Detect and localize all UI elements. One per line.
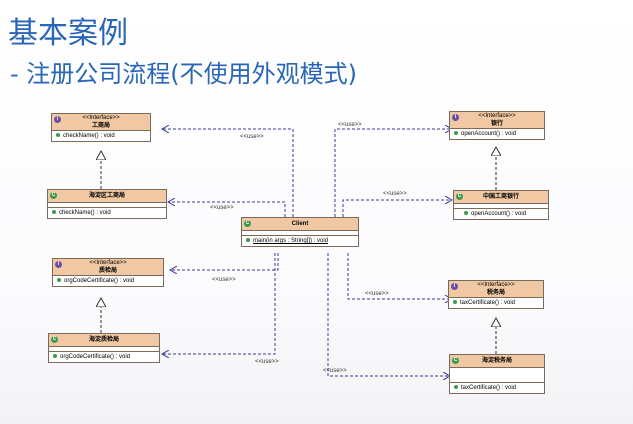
attribute-compartment (48, 203, 166, 208)
attribute-compartment (49, 347, 159, 352)
dep-client-bank-if (334, 129, 452, 217)
interface-icon: I (55, 261, 62, 268)
dep-client-tax-if (347, 253, 452, 299)
operation: taxCertificate() : void (449, 298, 543, 308)
class-icon: C (452, 357, 459, 364)
attribute-compartment (242, 231, 358, 236)
interface-icon: I (452, 114, 459, 121)
operation-text: taxCertificate() : void (461, 385, 517, 391)
public-method-icon (453, 300, 457, 305)
public-method-icon (454, 131, 458, 136)
class-name: Client (291, 221, 309, 227)
operation: openAccount() : void (454, 209, 548, 219)
class-name: 中国工商银行 (482, 194, 519, 200)
class-box-tax-impl[interactable]: C 海淀税务局 taxCertificate() : void (449, 354, 545, 394)
slide-title: 基本案例 (8, 16, 128, 51)
class-name: 银行 (490, 121, 503, 127)
operation: main(in args : String[]) : void (242, 236, 358, 246)
public-method-icon (56, 133, 60, 138)
class-box-bank-interface[interactable]: I <<Interface>> 银行 openAccount() : void (449, 111, 545, 140)
dep-client-gongshang-if (162, 129, 294, 217)
class-box-zhijian-impl[interactable]: C 海淀质检局 orgCodeCertificate() : void (48, 333, 160, 363)
operation: checkName() : void (48, 208, 166, 218)
class-icon: C (50, 192, 57, 199)
operation-text: orgCodeCertificate() : void (60, 354, 131, 360)
operation-text: orgCodeCertificate() : void (64, 278, 135, 284)
stereotype: <<Interface>> (82, 115, 120, 121)
operation-text: openAccount() : void (461, 131, 517, 137)
public-method-icon (52, 210, 56, 215)
use-label: <<use>> (212, 277, 236, 283)
operation: openAccount() : void (450, 129, 544, 139)
operation: taxCertificate() : void (450, 383, 544, 393)
class-box-client[interactable]: C Client main(in args : String[]) : void (241, 217, 359, 247)
use-label: <<use>> (323, 368, 347, 374)
dep-client-zhijian-impl (162, 253, 276, 354)
class-name: 海淀质检局 (88, 337, 119, 343)
interface-icon: I (54, 116, 61, 123)
dep-client-zhijian-if (170, 253, 279, 270)
use-label: <<use>> (210, 205, 234, 211)
class-icon: C (51, 336, 58, 343)
interface-icon: I (451, 283, 458, 290)
class-name: 海淀区工商局 (88, 193, 125, 199)
stereotype: <<Interface>> (478, 113, 516, 119)
use-label: <<use>> (383, 191, 407, 197)
operation-text: checkName() : void (59, 210, 111, 216)
operation-text: main(in args : String[]) : void (253, 238, 329, 244)
use-label: <<use>> (255, 359, 279, 365)
dep-client-tax-impl (327, 253, 450, 376)
class-name: 海淀税务局 (481, 358, 512, 364)
stereotype: <<Interface>> (477, 282, 515, 288)
class-name: 税务局 (486, 290, 505, 296)
attribute-compartment (454, 204, 548, 209)
dep-client-gongshang-impl (168, 202, 286, 217)
public-method-icon (464, 211, 468, 216)
dep-client-bank-impl (342, 200, 452, 217)
class-icon: C (456, 193, 463, 200)
operation-text: openAccount() : void (471, 211, 527, 217)
class-icon: C (244, 220, 251, 227)
class-box-gongshang-impl[interactable]: C 海淀区工商局 checkName() : void (47, 189, 167, 219)
class-box-bank-impl[interactable]: C 中国工商银行 openAccount() : void (453, 190, 549, 220)
class-name: 工商局 (91, 123, 110, 129)
public-method-icon (246, 238, 250, 243)
attribute-compartment (450, 368, 544, 383)
operation-text: taxCertificate() : void (460, 300, 516, 306)
class-name: 质检局 (98, 268, 117, 274)
operation-text: checkName() : void (63, 133, 115, 139)
operation: orgCodeCertificate() : void (49, 352, 159, 362)
class-box-zhijian-interface[interactable]: I <<Interface>> 质检局 orgCodeCertificate()… (52, 258, 164, 287)
operation: checkName() : void (52, 131, 150, 141)
slide-subtitle: - 注册公司流程(不使用外观模式) (10, 60, 358, 88)
public-method-icon (57, 278, 61, 283)
class-box-tax-interface[interactable]: I <<Interface>> 税务局 taxCertificate() : v… (448, 280, 544, 309)
use-label: <<use>> (365, 291, 389, 297)
operation: orgCodeCertificate() : void (53, 276, 163, 286)
class-box-gongshang-interface[interactable]: I <<Interface>> 工商局 checkName() : void (51, 113, 151, 142)
use-label: <<use>> (240, 134, 264, 140)
public-method-icon (454, 385, 458, 390)
stereotype: <<Interface>> (89, 260, 127, 266)
use-label: <<use>> (338, 122, 362, 128)
public-method-icon (53, 354, 57, 359)
